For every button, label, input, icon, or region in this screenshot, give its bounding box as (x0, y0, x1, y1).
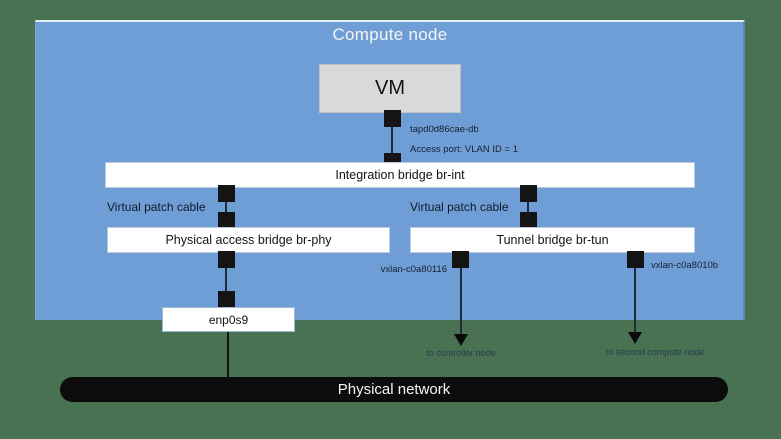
physical-access-bridge-label: Physical access bridge br-phy (165, 233, 332, 247)
patch-cable-label-right: Virtual patch cable (410, 200, 509, 214)
vm-box: VM (319, 64, 461, 113)
connector-line (225, 262, 227, 297)
vxlan-left-label: vxlan-c0a80116 (380, 264, 447, 275)
connector-port (627, 251, 644, 268)
connector-line (527, 195, 529, 218)
connector-line (391, 118, 393, 160)
vxlan-line-right (634, 268, 636, 334)
vm-label: VM (375, 77, 405, 99)
physical-access-bridge-box: Physical access bridge br-phy (107, 227, 390, 253)
connector-port (384, 110, 401, 127)
connector-port (218, 251, 235, 268)
arrow-caption-left: to controller node (426, 348, 496, 358)
tap-interface-label: tapd0d86cae-db (410, 124, 479, 135)
integration-bridge-label: Integration bridge br-int (335, 168, 465, 182)
vxlan-right-label: vxlan-c0a8010b (651, 260, 719, 271)
vxlan-line-left (460, 268, 462, 336)
arrow-down-icon (628, 332, 642, 344)
connector-port (520, 185, 537, 202)
tunnel-bridge-box: Tunnel bridge br-tun (410, 227, 695, 253)
nic-label: enp0s9 (208, 312, 249, 327)
arrow-caption-right: to second compute node (605, 347, 705, 357)
access-port-label: Access port: VLAN ID = 1 (410, 144, 518, 155)
nic-box: enp0s9 (162, 307, 295, 332)
nic-uplink-line (227, 332, 229, 378)
physical-network-bar: Physical network (60, 377, 728, 402)
connector-line (225, 195, 227, 218)
patch-cable-label-left: Virtual patch cable (107, 200, 206, 214)
connector-port (520, 212, 537, 229)
arrow-down-icon (454, 334, 468, 346)
tunnel-bridge-label: Tunnel bridge br-tun (496, 233, 609, 247)
compute-node-title: Compute node (332, 25, 448, 44)
connector-port (452, 251, 469, 268)
connector-port (218, 291, 235, 308)
connector-port (218, 185, 235, 202)
physical-network-label: Physical network (337, 381, 451, 398)
connector-port (218, 212, 235, 229)
integration-bridge-bar: Integration bridge br-int (105, 162, 695, 188)
